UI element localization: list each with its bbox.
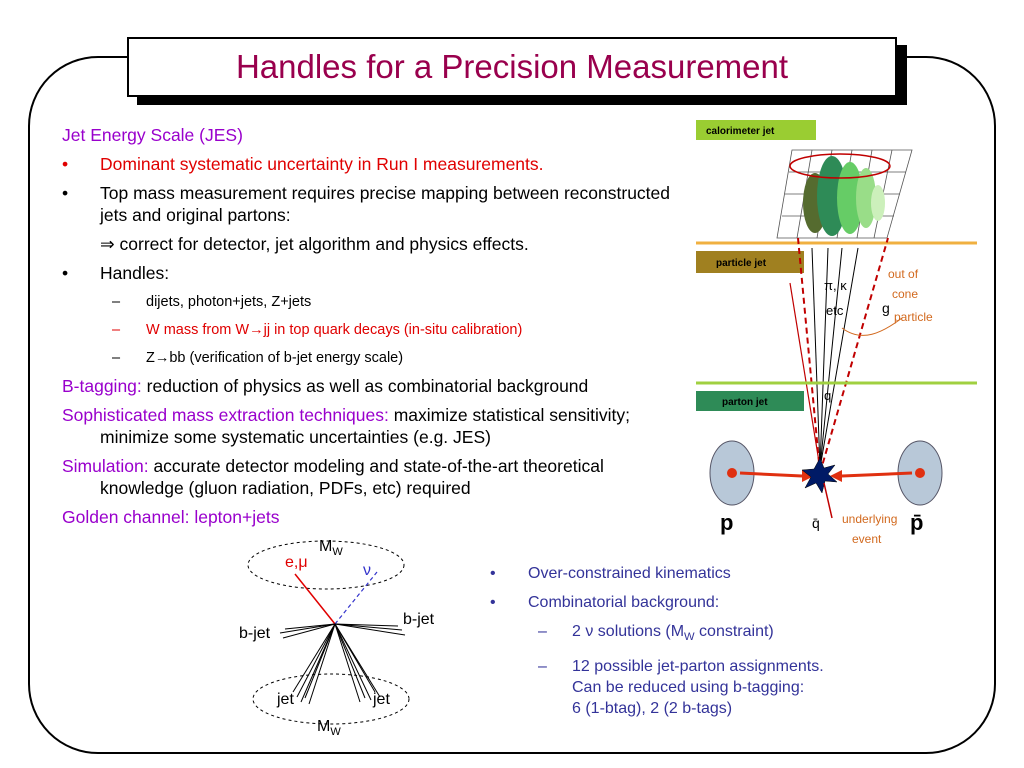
mw-top-ellipse (247, 540, 405, 590)
cone-ellipse-top (789, 153, 891, 179)
bullet-dot: • (490, 565, 496, 582)
g-label: g (882, 300, 890, 316)
lepton-line (294, 573, 336, 625)
bullet-dot: • (62, 154, 69, 174)
proton-right (830, 440, 943, 506)
p-left-label: p (720, 510, 733, 535)
jet-left-label: jet (276, 691, 294, 708)
btag-line: B-tagging: reduction of physics as well … (62, 375, 672, 397)
bullet-dot: • (62, 183, 69, 203)
right-sub-item: – 12 possible jet-parton assignments. Ca… (490, 656, 910, 719)
solutions-suffix: constraint) (694, 623, 774, 640)
bullet-dot: • (490, 594, 496, 611)
calorimeter-jet-label: calorimeter jet (706, 126, 775, 137)
soph-text: maximize statistical sensitivity; minimi… (100, 405, 631, 447)
sub-item-text: W mass from W→jj in top quark decays (in… (146, 322, 523, 338)
dash-bullet: – (538, 623, 547, 640)
bullet-dot: • (62, 263, 69, 283)
correct-line: ⇒ correct for detector, jet algorithm an… (62, 233, 672, 255)
solutions-sub: W (684, 631, 695, 644)
dash-bullet: – (112, 322, 121, 338)
energy-deposits (789, 153, 891, 236)
right-bullet: • Over-constrained kinematics (490, 563, 910, 584)
main-text: Jet Energy Scale (JES) • Dominant system… (62, 124, 672, 535)
jet-lines (279, 623, 406, 705)
collision-star (801, 457, 838, 494)
parton-jet-label-box (696, 391, 804, 411)
assignments-line: 6 (1-btag), 2 (2 b-tags) (572, 700, 733, 718)
title-box: Handles for a Precision Measurement (127, 37, 897, 97)
sim-label: Simulation: (62, 456, 149, 476)
solutions-prefix: 2 ν solutions (M (572, 623, 685, 640)
soph-line: Sophisticated mass extraction techniques… (62, 404, 672, 448)
sub-item-text: dijets, photon+jets, Z+jets (146, 294, 312, 310)
btag-text: reduction of physics as well as combinat… (146, 376, 589, 396)
right-bullet: • Combinatorial background: (490, 592, 910, 613)
bullet-handles: • Handles: (62, 262, 672, 284)
jet-levels-figure: calorimeter jet particle jet π, κ etc g … (696, 120, 977, 546)
bullet-dominant: • Dominant systematic uncertainty in Run… (62, 153, 672, 175)
out-of-cone-label: out of cone particle (888, 267, 933, 324)
assignments-line: 12 possible jet-parton assignments. (572, 658, 824, 676)
jet-right-label: jet (372, 691, 390, 708)
dash-bullet: – (112, 350, 121, 366)
sim-text: accurate detector modeling and state-of-… (100, 456, 604, 498)
sub-item: – dijets, photon+jets, Z+jets (62, 291, 672, 313)
parton-jet-label: parton jet (722, 397, 768, 408)
pi-k-label: π, κ (824, 278, 847, 293)
underlying-event-label: underlying event (842, 512, 901, 546)
sub-item-text: Z→bb (verification of b-jet energy scale… (146, 350, 404, 366)
handles-text: Handles: (100, 263, 170, 283)
soph-label: Sophisticated mass extraction techniques… (62, 405, 389, 425)
particle-jet-label: particle jet (716, 258, 767, 269)
qbar-arrow (823, 482, 833, 519)
particle-jet-label-box (696, 251, 804, 273)
slide-title: Handles for a Precision Measurement (235, 48, 789, 85)
cone-lines (797, 237, 889, 474)
particle-arrows (811, 247, 859, 469)
bullet-topmass-text: Top mass measurement requires precise ma… (100, 183, 671, 225)
bullet-topmass: • Top mass measurement requires precise … (62, 182, 672, 226)
etc-label: etc (826, 303, 844, 318)
bjet-left-label: b-jet (239, 625, 271, 642)
calorimeter-jet-label-box (696, 120, 816, 140)
proton-left (709, 440, 814, 506)
right-sub-item: – 2 ν solutions (MW constraint) (490, 621, 910, 648)
out-of-cone-arrow (789, 282, 821, 469)
right-bullet-list: • Over-constrained kinematics • Combinat… (490, 563, 910, 727)
btag-label: B-tagging: (62, 376, 142, 396)
implies-symbol: ⇒ (100, 234, 115, 254)
neutrino-line (334, 571, 378, 625)
sub-item: – Z→bb (verification of b-jet energy sca… (62, 347, 672, 369)
correct-line-text: correct for detector, jet algorithm and … (119, 234, 529, 254)
mw-bottom-ellipse (252, 673, 410, 725)
annotation-curve (841, 317, 903, 336)
right-bullet-text: Combinatorial background: (528, 594, 720, 611)
mw-bottom-label: MW (317, 718, 341, 738)
bjet-right-label: b-jet (403, 611, 435, 628)
right-bullet-text: Over-constrained kinematics (528, 565, 731, 582)
jet-topology-diagram: MW e,μ ν b-jet b-jet jet jet MW (239, 538, 435, 738)
qbar-label: q̄ (812, 515, 820, 531)
bullet-dominant-text: Dominant systematic uncertainty in Run I… (100, 154, 544, 174)
p-right-label: p̄ (910, 510, 923, 535)
lepton-label: e,μ (285, 554, 308, 571)
golden-channel: Golden channel: lepton+jets (62, 507, 280, 527)
sub-item: – W mass from W→jj in top quark decays (… (62, 319, 672, 341)
mw-top-label: MW (319, 538, 343, 558)
neutrino-label: ν (363, 562, 371, 579)
dash-bullet: – (538, 658, 547, 676)
sim-line: Simulation: accurate detector modeling a… (62, 455, 672, 499)
jes-heading: Jet Energy Scale (JES) (62, 125, 243, 145)
assignments-line: Can be reduced using b-tagging: (572, 679, 805, 697)
dash-bullet: – (112, 294, 121, 310)
q-label: q (824, 388, 831, 403)
